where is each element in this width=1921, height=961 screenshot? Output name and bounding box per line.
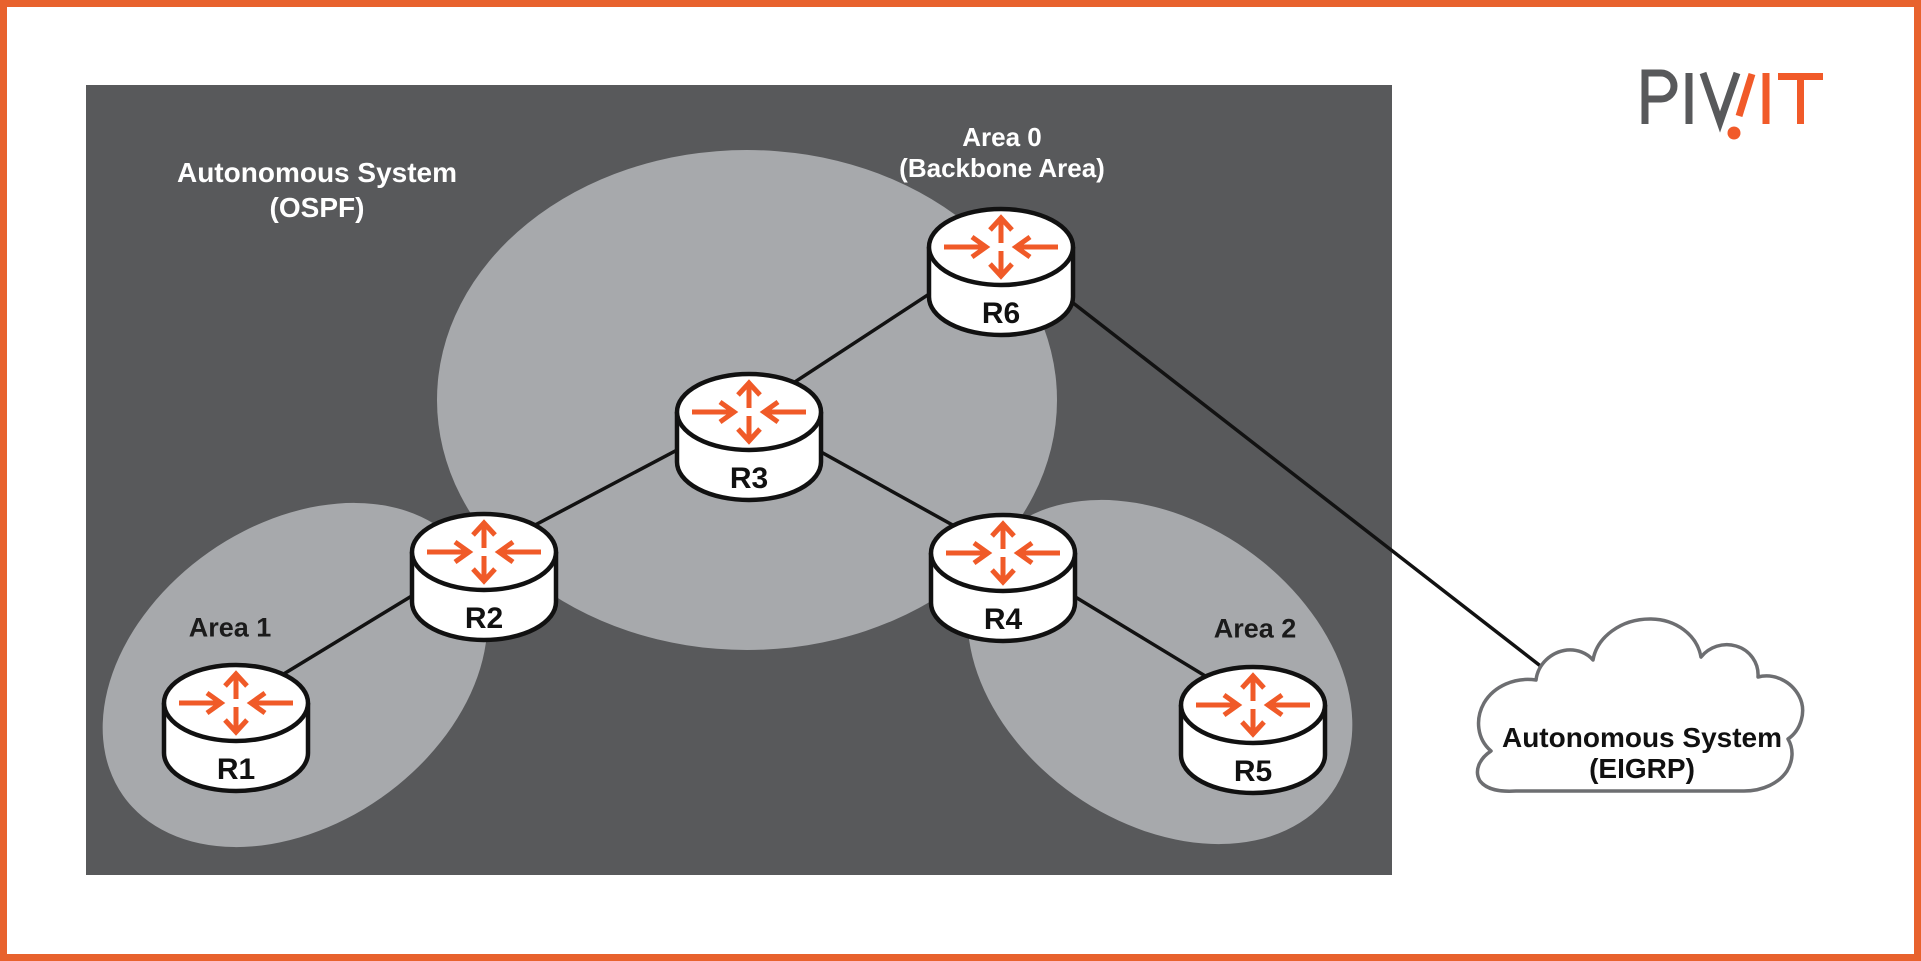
pivit-logo [1641, 69, 1823, 140]
router-label: R4 [984, 603, 1023, 636]
router-label: R2 [465, 602, 503, 635]
link-r6-eigrp-cloud [999, 245, 1567, 687]
router-r3: R3 [674, 371, 824, 503]
area-0-label-line-2: (Backbone Area) [899, 153, 1105, 183]
router-arrows-icon [944, 214, 1058, 280]
ospf-as-label-line-1: Autonomous System [177, 157, 457, 188]
router-arrows-icon [946, 520, 1060, 586]
router-top-face [409, 511, 559, 593]
logo-exclamation-stroke [1735, 72, 1756, 118]
labels-layer: Autonomous System (OSPF) Area 0(Backbone A… [177, 122, 1296, 643]
router-r2: R2 [409, 511, 559, 643]
router-arrows-icon [1196, 672, 1310, 738]
areas-layer [86, 85, 1392, 875]
router-r6: R6 [926, 206, 1076, 338]
router-arrows-icon [427, 519, 541, 585]
logo-layer [1641, 69, 1823, 140]
cloud-layer: Autonomous System(EIGRP) [1475, 617, 1805, 793]
router-label: R5 [1234, 755, 1272, 788]
router-top-face [674, 371, 824, 453]
logo-letter-p [1641, 69, 1678, 124]
ospf-as-label-line-2: (OSPF) [270, 192, 365, 223]
router-top-face [928, 512, 1078, 594]
router-label: R6 [982, 297, 1020, 330]
router-top-face [1178, 664, 1328, 746]
area-0-label-line-1: Area 0 [962, 122, 1042, 152]
area-1-label-line-1: Area 1 [189, 612, 272, 642]
router-top-face [926, 206, 1076, 288]
router-label: R3 [730, 462, 768, 495]
router-r1: R1 [161, 662, 311, 794]
router-top-face [161, 662, 311, 744]
router-r4: R4 [928, 512, 1078, 644]
router-label: R1 [217, 753, 255, 786]
eigrp-cloud [1475, 617, 1805, 793]
router-arrows-icon [692, 379, 806, 445]
area-2-label-line-1: Area 2 [1214, 613, 1297, 643]
logo-letter-t [1778, 73, 1823, 124]
eigrp-cloud-label-line-1: Autonomous System [1502, 722, 1782, 753]
eigrp-cloud-label-line-2: (EIGRP) [1589, 753, 1695, 784]
logo-exclamation-dot [1727, 126, 1741, 140]
logo-letter-v [1699, 71, 1741, 133]
router-r5: R5 [1178, 664, 1328, 796]
router-arrows-icon [179, 670, 293, 736]
